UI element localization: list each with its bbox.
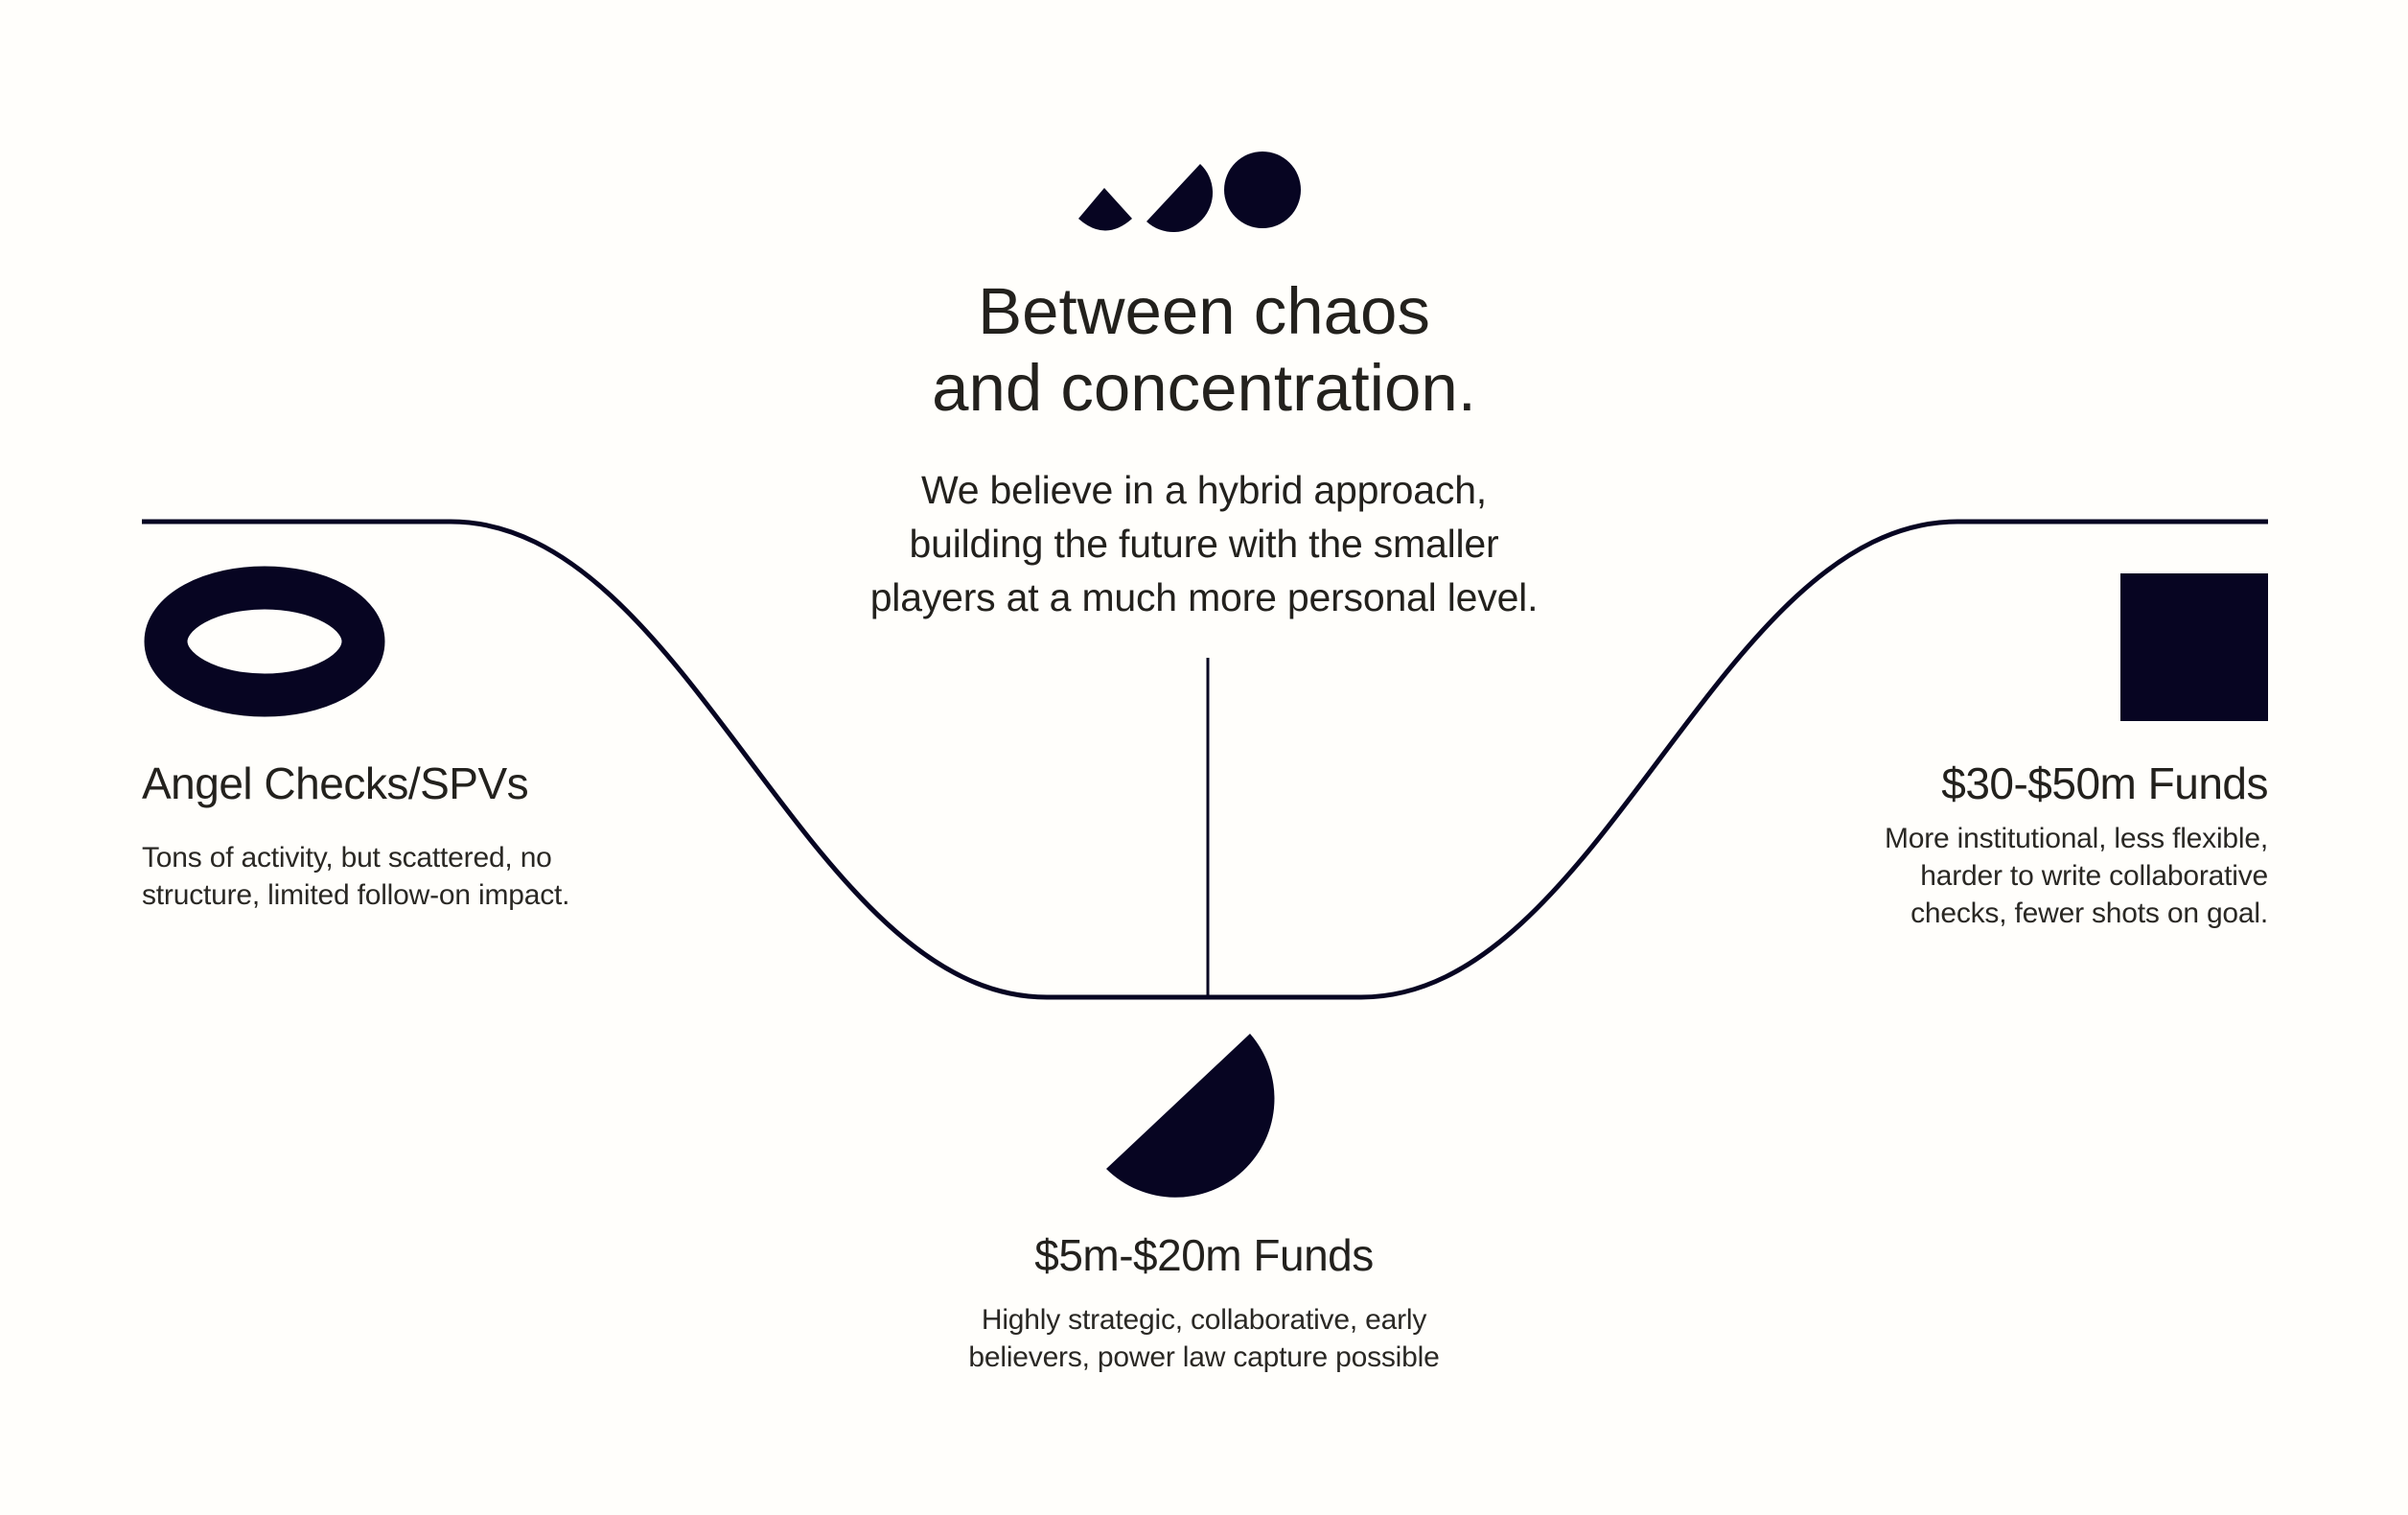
angel-checks-description-line-1: Tons of activity, but scattered, no: [142, 842, 552, 874]
small-funds-description-line-2: believers, power law capture possible: [968, 1341, 1440, 1373]
large-funds-description-line-3: checks, fewer shots on goal.: [1910, 897, 2268, 929]
angel-checks-description-line-2: structure, limited follow-on impact.: [142, 879, 570, 911]
logo: [1078, 152, 1301, 233]
page-title: Between chaos and concentration.: [0, 273, 2408, 427]
page-subtitle-line-1: We believe in a hybrid approach,: [921, 468, 1487, 512]
page-subtitle: We believe in a hybrid approach, buildin…: [0, 463, 2408, 624]
large-funds-description-line-1: More institutional, less flexible,: [1884, 823, 2268, 854]
page-title-line-2: and concentration.: [932, 351, 1476, 425]
large-funds-heading: $30-$50m Funds: [1941, 758, 2268, 808]
small-funds-half-circle-icon: [1106, 1034, 1275, 1198]
page-title-line-1: Between chaos: [978, 274, 1430, 348]
small-funds-description: Highly strategic, collaborative, early b…: [0, 1301, 2408, 1376]
small-funds-heading: $5m-$20m Funds: [1034, 1230, 1374, 1280]
logo-half-circle-icon: [1146, 164, 1214, 233]
valley-curve-line: [142, 519, 2268, 1000]
angel-checks-description: Tons of activity, but scattered, no stru…: [142, 839, 569, 914]
page-subtitle-line-3: players at a much more personal level.: [869, 575, 1539, 619]
page-subtitle-line-2: building the future with the smaller: [909, 522, 1499, 566]
logo-circle-icon: [1224, 152, 1301, 228]
logo-wedge-icon: [1078, 188, 1132, 231]
large-funds-description-line-2: harder to write collaborative: [1920, 860, 2268, 892]
large-funds-description: More institutional, less flexible, harde…: [1885, 820, 2268, 932]
small-funds-description-line-1: Highly strategic, collaborative, early: [981, 1304, 1427, 1336]
angel-checks-ring-icon: [144, 566, 385, 717]
large-funds-square-icon: [2120, 573, 2268, 721]
angel-checks-heading: Angel Checks/SPVs: [142, 758, 529, 808]
